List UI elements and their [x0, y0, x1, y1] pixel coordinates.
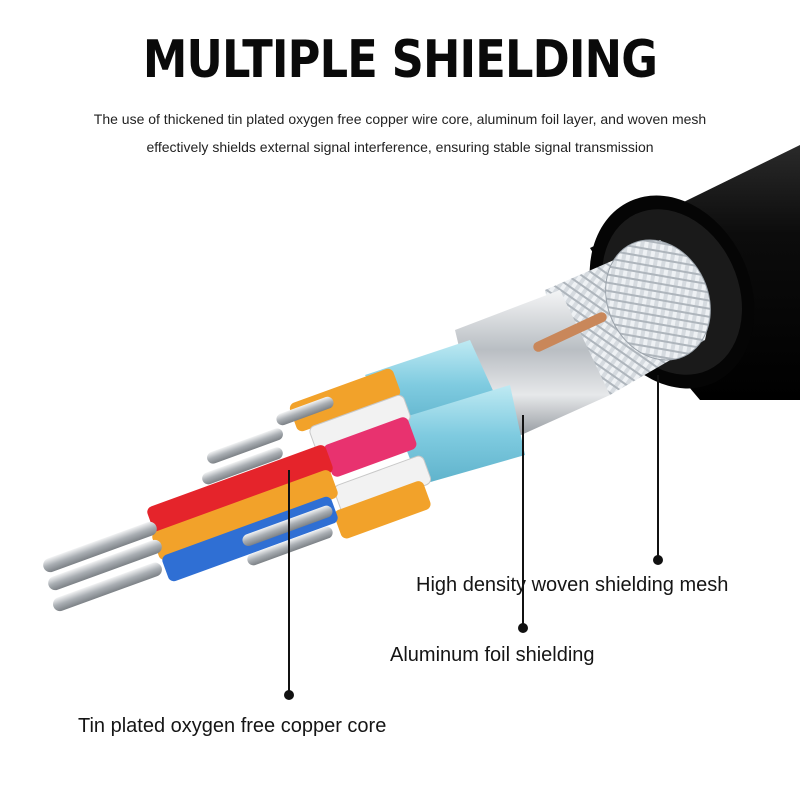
callout-woven-mesh: High density woven shielding mesh — [416, 574, 729, 596]
pair-wrap-lower — [395, 385, 525, 485]
callout-aluminum-foil: Aluminum foil shielding — [390, 644, 595, 666]
leader-lines — [288, 375, 659, 695]
subtitle-line-2: effectively shields external signal inte… — [146, 139, 654, 155]
foil-leader-dot — [518, 623, 528, 633]
subtitle-line-1: The use of thickened tin plated oxygen f… — [93, 111, 707, 127]
core-leader-dot — [284, 690, 294, 700]
tinned-copper-strands — [43, 396, 334, 612]
mesh-leader-dot — [653, 555, 663, 565]
copper-drain-wire — [533, 312, 607, 352]
headline: MULTIPLE SHIELDING — [142, 30, 658, 90]
callout-copper-core: Tin plated oxygen free copper core — [78, 715, 387, 737]
